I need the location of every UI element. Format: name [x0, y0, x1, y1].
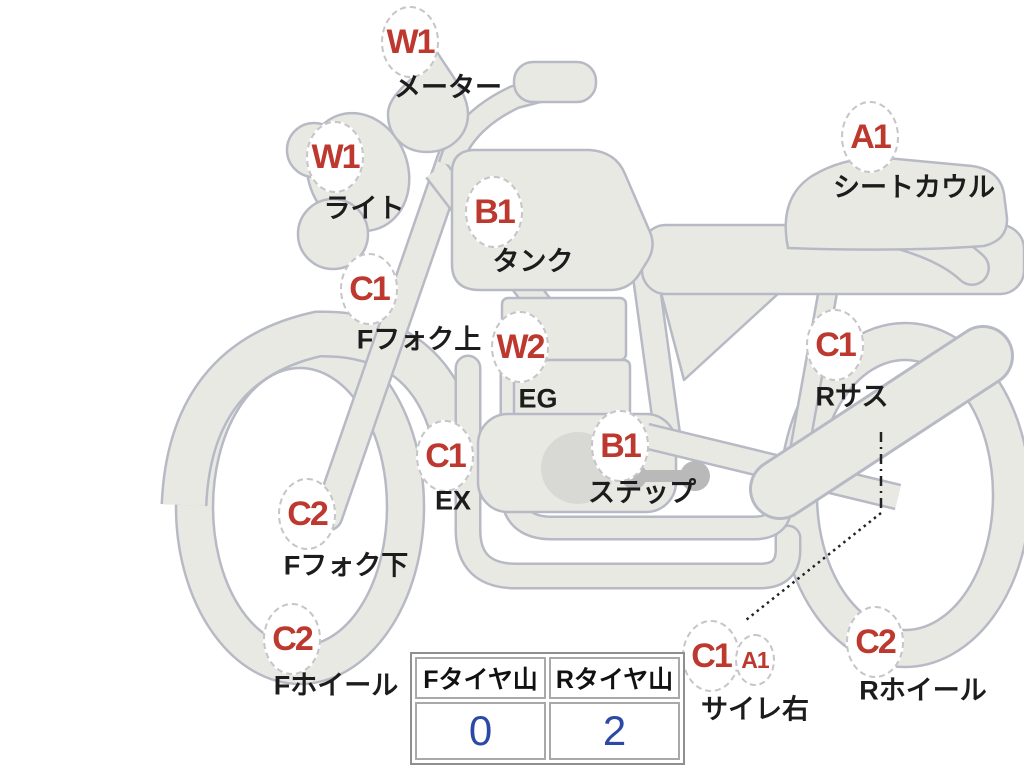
part-label-step: ステップ [588, 477, 696, 508]
part-label-front-fork-upper: Fフォク上 [356, 324, 482, 355]
part-label-exhaust: EX [434, 485, 472, 516]
condition-badge-tank: B1 [465, 176, 523, 248]
condition-badge-silencer-right-extra: A1 [735, 634, 775, 686]
condition-badge-silencer-right: C1 [682, 620, 740, 692]
part-label-meter: メーター [394, 72, 502, 103]
tire-tread-header-row: Fタイヤ山 Rタイヤ山 [415, 657, 680, 699]
part-label-rear-suspension: Rサス [815, 381, 889, 412]
condition-badge-rear-suspension: C1 [806, 309, 864, 381]
meter [386, 49, 470, 154]
seat-cowl [784, 156, 1009, 251]
muffler-fill [752, 328, 1011, 517]
condition-badge-engine: W2 [491, 311, 549, 383]
condition-badge-seat-cowl: A1 [841, 101, 899, 173]
front-fork-fill [315, 145, 465, 529]
handlebar-grip [512, 60, 598, 104]
part-label-front-fork-lower: Fフォク下 [283, 550, 409, 581]
front-fender-fill [163, 312, 473, 507]
front-tire-header: Fタイヤ山 [415, 657, 546, 699]
part-label-rear-wheel: Rホイール [859, 675, 987, 706]
tire-tread-table: Fタイヤ山 Rタイヤ山 0 2 [410, 652, 685, 765]
condition-badge-rear-wheel: C2 [846, 606, 904, 678]
condition-badge-front-fork-lower: C2 [278, 478, 336, 550]
condition-badge-light: W1 [306, 121, 364, 193]
handlebar-fill [440, 80, 545, 169]
condition-badge-front-wheel: C2 [263, 603, 321, 675]
front-tire-value: 0 [415, 702, 546, 760]
headlight-lobe-lower [296, 197, 370, 271]
part-label-silencer-right: サイレ右 [701, 694, 809, 725]
rear-tire-value: 2 [549, 702, 680, 760]
condition-badge-step: B1 [591, 410, 649, 482]
part-label-engine: EG [518, 383, 558, 414]
rear-tire-header: Rタイヤ山 [549, 657, 680, 699]
dotted-leader-line [745, 512, 882, 621]
condition-badge-meter: W1 [381, 6, 439, 78]
exhaust-outer-pipe-fill [457, 357, 799, 587]
condition-badge-exhaust: C1 [416, 420, 474, 492]
condition-badge-front-fork-upper: C1 [340, 253, 398, 325]
part-label-seat-cowl: シートカウル [833, 172, 995, 203]
tire-tread-value-row: 0 2 [415, 702, 680, 760]
part-label-tank: タンク [492, 246, 574, 277]
part-label-light: ライト [323, 193, 405, 224]
part-label-front-wheel: Fホイール [273, 670, 399, 701]
step-bar [621, 461, 710, 491]
